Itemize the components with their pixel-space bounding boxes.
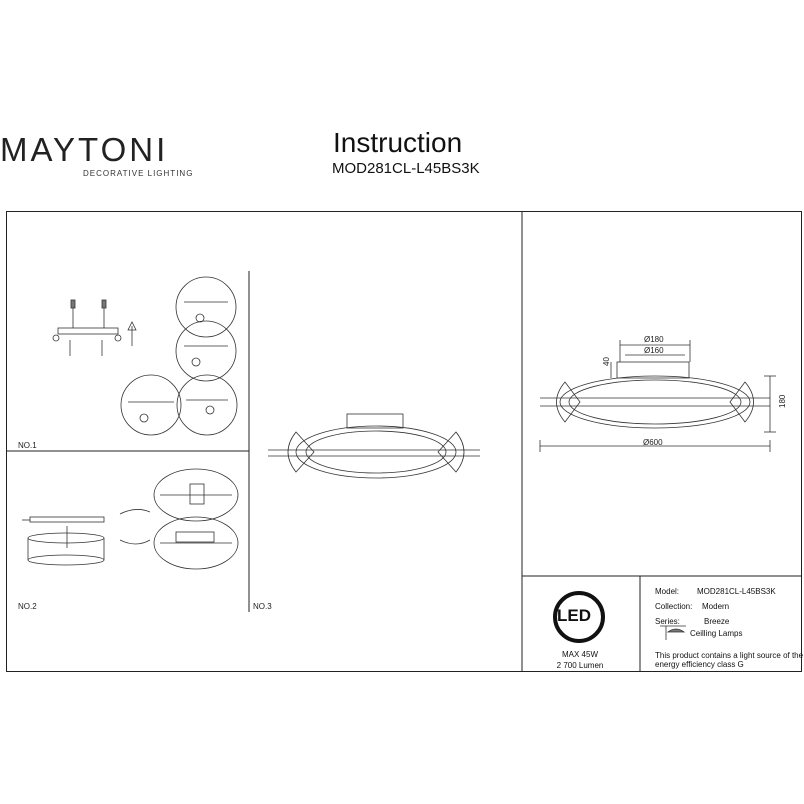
step1-label: NO.1 [18, 441, 37, 450]
model-value: MOD281CL-L45BS3K [697, 587, 776, 596]
max-power: MAX 45W [561, 650, 598, 659]
led-badge-ring [553, 591, 605, 643]
series-value: Breeze [704, 617, 730, 626]
brand-logo: MAYTONI [0, 131, 169, 168]
step2-drawing [22, 468, 239, 570]
dimension-h180: 180 [778, 394, 787, 408]
frame-lines [6, 211, 802, 672]
page-title: Instruction [333, 127, 463, 158]
dimension-d600: Ø600 [643, 438, 663, 447]
step2-label: NO.2 [18, 602, 37, 611]
step3-label: NO.3 [253, 602, 272, 611]
collection-value: Modern [702, 602, 730, 611]
collection-label: Collection: [655, 602, 693, 611]
brand-tagline: DECORATIVE LIGHTING [83, 169, 194, 178]
dimension-d160: Ø160 [644, 346, 664, 355]
lamp-type: Ceilling Lamps [690, 629, 743, 638]
step1-drawing [52, 276, 238, 436]
dimension-drawing [539, 340, 776, 452]
step3-drawing [268, 413, 480, 479]
model-code: MOD281CL-L45BS3K [332, 160, 480, 177]
dimension-h40: 40 [602, 357, 611, 366]
lumen-output: 2 700 Lumen [556, 661, 604, 670]
energy-note-line1: This product contains a light source of … [655, 651, 804, 660]
energy-note-line2: energy efficiency class G [655, 660, 744, 669]
series-label: Series: [655, 617, 680, 626]
model-label: Model: [655, 587, 680, 596]
dimension-d180: Ø180 [644, 335, 664, 344]
ceiling-lamp-icon [660, 625, 686, 640]
instruction-sheet [6, 211, 802, 672]
led-badge-text: LED [557, 606, 591, 625]
